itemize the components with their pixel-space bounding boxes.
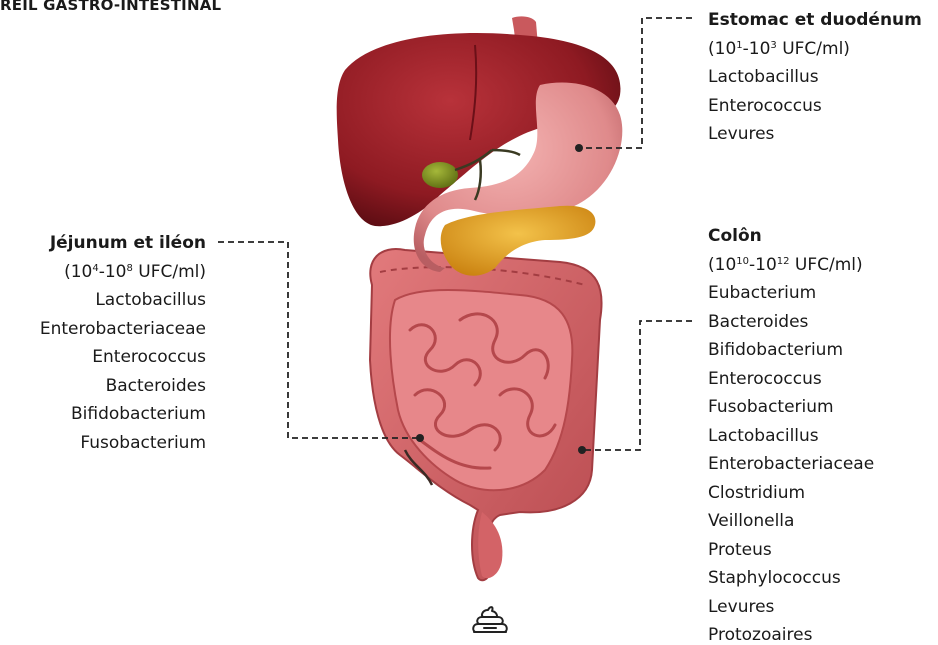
list-item: Lactobacillus — [708, 63, 922, 92]
poop-icon — [473, 607, 507, 632]
list-item: Bifidobacterium — [40, 400, 206, 429]
list-item: Enterococcus — [40, 343, 206, 372]
list-item: Clostridium — [708, 479, 874, 508]
leader-line-colon — [585, 321, 692, 450]
colon-count: (1010-1012 UFC/ml) — [708, 251, 874, 280]
estomac-count: (101-103 UFC/ml) — [708, 35, 922, 64]
list-item: Fusobacterium — [708, 393, 874, 422]
list-item: Levures — [708, 120, 922, 149]
list-item: Lactobacillus — [708, 422, 874, 451]
estomac-duodenum-block: Estomac et duodénum (101-103 UFC/ml) Lac… — [708, 6, 922, 149]
list-item: Fusobacterium — [40, 429, 206, 458]
leader-dot-jejunum — [416, 434, 424, 442]
gallbladder — [422, 162, 458, 188]
list-item: Bacteroides — [708, 308, 874, 337]
leader-dot-estomac — [575, 144, 583, 152]
leader-dot-colon — [578, 446, 586, 454]
colon-heading: Colôn — [708, 222, 874, 251]
jejunum-ileon-block: Jéjunum et iléon (104-108 UFC/ml) Lactob… — [40, 229, 206, 457]
jejunum-heading: Jéjunum et iléon — [40, 229, 206, 258]
list-item: Enterobacteriaceae — [40, 315, 206, 344]
list-item: Bacteroides — [40, 372, 206, 401]
list-item: Veillonella — [708, 507, 874, 536]
list-item: Enterobacteriaceae — [708, 450, 874, 479]
colon-block: Colôn (1010-1012 UFC/ml) Eubacterium Bac… — [708, 222, 874, 645]
list-item: Enterococcus — [708, 365, 874, 394]
jejunum-count: (104-108 UFC/ml) — [40, 258, 206, 287]
list-item: Bifidobacterium — [708, 336, 874, 365]
list-item: Protozoaires — [708, 621, 874, 645]
list-item: Proteus — [708, 536, 874, 565]
estomac-heading: Estomac et duodénum — [708, 6, 922, 35]
list-item: Eubacterium — [708, 279, 874, 308]
list-item: Staphylococcus — [708, 564, 874, 593]
list-item: Enterococcus — [708, 92, 922, 121]
list-item: Levures — [708, 593, 874, 622]
rectum — [478, 512, 502, 578]
list-item: Lactobacillus — [40, 286, 206, 315]
